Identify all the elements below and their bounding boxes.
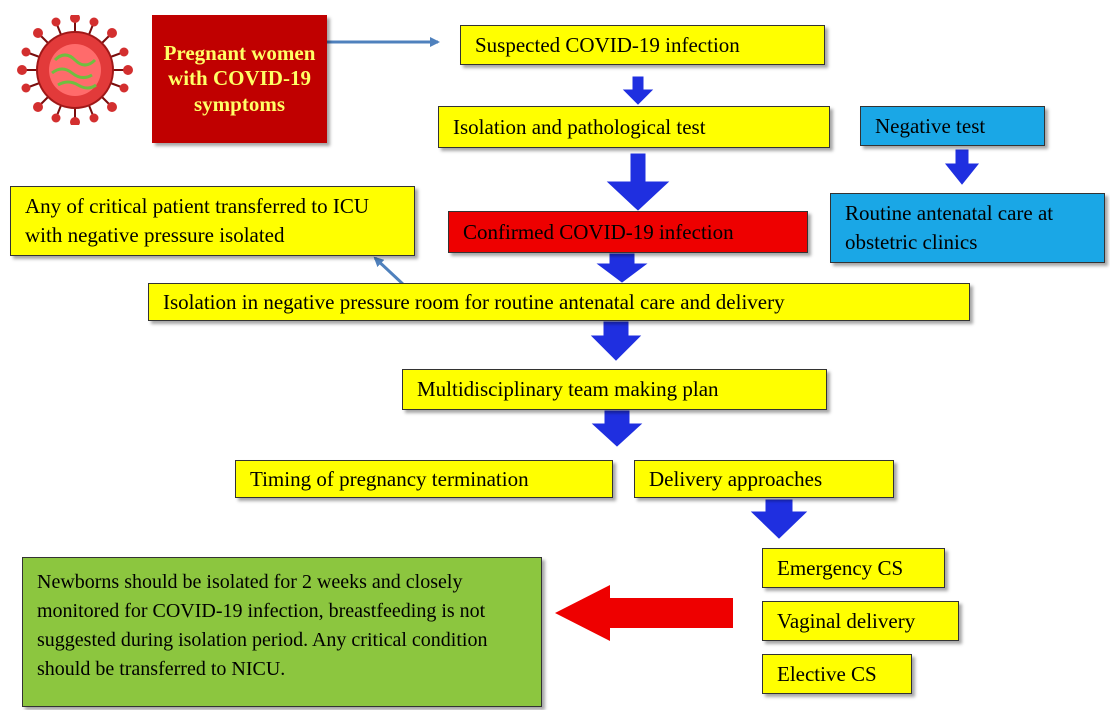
arrow-confirmed-to-isolation [596,253,648,283]
node-emergency-cs: Emergency CS [762,548,945,588]
arrow-mdt-to-plan [591,410,643,447]
node-mdt: Multidisciplinary team making plan [402,369,827,410]
arrow-approaches-to-newborns [555,585,733,641]
arrow-suspected-to-test [622,76,654,105]
node-confirmed: Confirmed COVID-19 infection [448,211,808,253]
arrow-negative-to-routine [944,149,980,185]
node-negative-test: Negative test [860,106,1045,146]
node-delivery: Delivery approaches [634,460,894,498]
node-isolation-test: Isolation and pathological test [438,106,830,148]
node-timing: Timing of pregnancy termination [235,460,613,498]
node-critical-icu: Any of critical patient transferred to I… [10,186,415,256]
node-newborns: Newborns should be isolated for 2 weeks … [22,557,542,707]
node-suspected: Suspected COVID-19 infection [460,25,825,65]
node-vaginal-delivery: Vaginal delivery [762,601,959,641]
arrow-isolation-to-mdt [590,321,642,361]
node-routine-care: Routine antenatal care at obstetric clin… [830,193,1105,263]
arrow-test-to-confirmed [606,153,670,211]
arrow-isolation-to-icu [373,256,407,288]
node-isolation-room: Isolation in negative pressure room for … [148,283,970,321]
node-elective-cs: Elective CS [762,654,912,694]
arrow-delivery-to-approaches [750,499,808,539]
title-box: Pregnant women with COVID-19 symptoms [152,15,327,143]
coronavirus-icon [17,15,133,125]
